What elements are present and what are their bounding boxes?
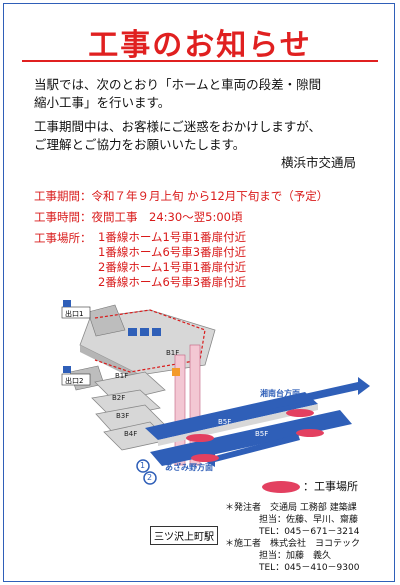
title-underline xyxy=(22,60,378,62)
location-item: 1番線ホーム6号車3番扉付近 xyxy=(98,245,247,259)
track-2-badge xyxy=(143,471,157,485)
owner-org: 交通局 工務部 建築課 xyxy=(270,503,357,513)
period-value: 令和７年９月上旬 から12月下旬まで（予定） xyxy=(91,189,329,203)
legend-label: ：工事場所 xyxy=(303,480,358,493)
info-icon xyxy=(172,368,180,376)
track-2-label: 2 xyxy=(147,473,153,482)
owner-label: ＊発注者 xyxy=(225,503,262,513)
floor-label: B5F xyxy=(218,418,232,426)
arrow-bottom xyxy=(203,434,300,467)
elevator-icon xyxy=(63,300,71,307)
construction-mark xyxy=(296,429,324,437)
signature: 横浜市交通局 xyxy=(280,155,356,170)
direction-label-top: 湘南台方面 xyxy=(260,389,300,398)
period-row: 工事期間：令和７年９月上旬 から12月下旬まで（予定） xyxy=(34,188,328,204)
location-list: 1番線ホーム1号車1番扉付近 1番線ホーム6号車3番扉付近 2番線ホーム1号車1… xyxy=(98,230,246,290)
location-row: 工事場所： xyxy=(34,230,92,246)
location-item: 1番線ホーム1号車1番扉付近 xyxy=(98,230,247,244)
elevator-shaft-2 xyxy=(189,344,201,466)
period-label: 工事期間： xyxy=(34,189,92,203)
intro-line-1: 当駅では、次のとおり「ホームと車両の段差・隙間 xyxy=(34,77,322,92)
floor-label: B2F xyxy=(112,394,126,402)
elevator-shaft-1 xyxy=(174,354,186,466)
floor-label: B5F xyxy=(255,430,269,438)
escalator-icon xyxy=(140,328,149,336)
contractor-org: 株式会社 ヨコテック xyxy=(270,539,361,549)
arrow-top xyxy=(255,377,370,412)
elevator-icon xyxy=(63,366,71,373)
contractor-label: ＊施工者 xyxy=(225,539,262,549)
platform-bottom xyxy=(150,410,352,466)
page-title: 工事のお知らせ xyxy=(88,28,312,63)
route-red xyxy=(94,309,206,373)
floor-label: B4F xyxy=(124,430,138,438)
location-label: 工事場所： xyxy=(34,231,92,245)
contractor-line: ＊施工者 株式会社 ヨコテック xyxy=(225,538,360,550)
floor-label: B1F xyxy=(115,372,129,380)
exit2-sign xyxy=(61,373,91,386)
ticket-icon xyxy=(152,328,161,336)
intro-line-4: ご理解とご協力をお願いいたします。 xyxy=(34,137,246,152)
owner-line: ＊発注者 交通局 工務部 建築課 xyxy=(225,502,359,514)
station-name: 三ツ沢上町駅 xyxy=(150,526,218,545)
location-item: 2番線ホーム6号車3番扉付近 xyxy=(98,275,247,289)
track-1-label: 1 xyxy=(140,461,146,470)
owner-tel: TEL：045－671－3214 xyxy=(259,527,360,537)
floor-label: B1F xyxy=(166,349,180,357)
page-frame xyxy=(3,3,395,582)
direction-label-bottom: あざみ野方面 xyxy=(165,463,213,472)
intro-line-3: 工事期間中は、お客様にご迷惑をおかけしますが、 xyxy=(34,119,322,134)
legend-marker xyxy=(262,481,300,493)
location-item: 2番線ホーム1号車1番扉付近 xyxy=(98,260,247,274)
intro-line-2: 縮小工事」を行います。 xyxy=(34,95,171,110)
exit1-sign xyxy=(61,306,91,319)
exit2-label: 出口2 xyxy=(65,377,84,385)
construction-mark xyxy=(191,454,219,462)
exit1-label: 出口1 xyxy=(65,310,84,318)
time-value: 夜間工事 24:30～翌5:00頃 xyxy=(91,210,243,224)
exit1-stairs xyxy=(87,304,126,337)
construction-mark xyxy=(286,409,314,417)
toilet-icon xyxy=(128,328,137,336)
owner-block: ＊発注者 交通局 工務部 建築課 担当：佐藤、早川、齋藤 TEL：045－671… xyxy=(225,502,359,538)
floor-label: B3F xyxy=(116,412,130,420)
time-row: 工事時間：夜間工事 24:30～翌5:00頃 xyxy=(34,209,242,225)
track-1-badge xyxy=(136,459,150,473)
time-label: 工事時間： xyxy=(34,210,92,224)
contractor-tel: TEL：045－410－9300 xyxy=(259,563,360,573)
contractor-staff: 担当：加藤 義久 xyxy=(259,551,332,561)
construction-mark xyxy=(186,434,214,442)
contractor-block: ＊施工者 株式会社 ヨコテック 担当：加藤 義久 TEL：045－410－930… xyxy=(225,538,360,574)
owner-staff: 担当：佐藤、早川、齋藤 xyxy=(259,515,359,525)
